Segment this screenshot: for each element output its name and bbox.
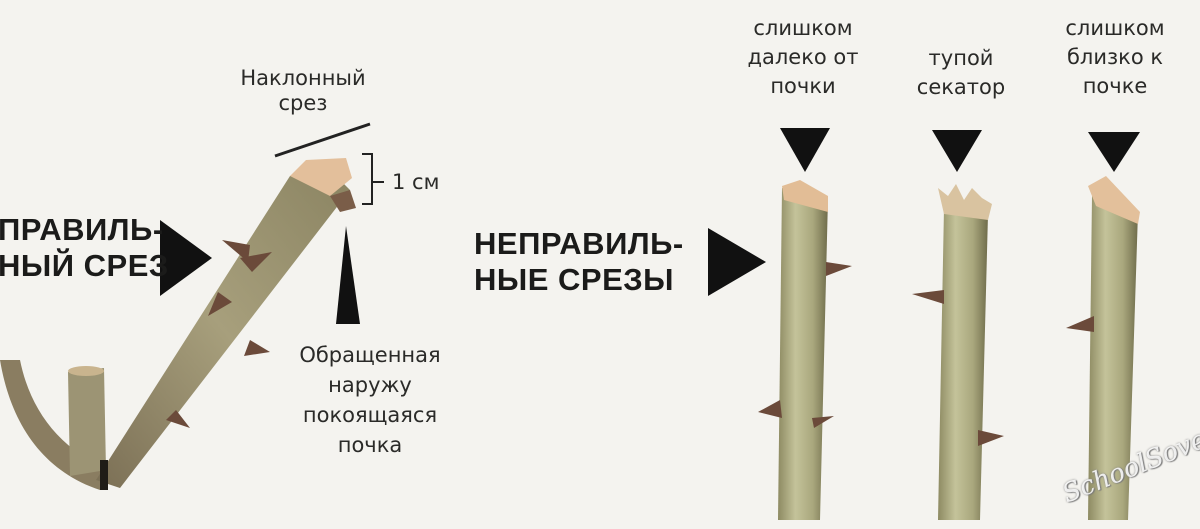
label-line: почки bbox=[770, 74, 836, 98]
label-line: слишком bbox=[1065, 16, 1165, 40]
label-line: срез bbox=[278, 91, 328, 115]
label-line: слишком bbox=[753, 16, 853, 40]
thorn bbox=[912, 290, 944, 304]
distance-label: 1 см bbox=[392, 170, 440, 194]
label-line: Обращенная bbox=[299, 343, 441, 367]
label-line: почка bbox=[337, 433, 403, 457]
case-too-far-label: слишком далеко от почки bbox=[728, 14, 878, 101]
stem-too-close bbox=[1066, 132, 1140, 520]
label-line: покоящаяся bbox=[302, 403, 438, 427]
thorn bbox=[812, 416, 834, 428]
thorn bbox=[1066, 316, 1094, 332]
thorn bbox=[758, 400, 782, 418]
label-line: далеко от bbox=[747, 45, 859, 69]
label-line: секатор bbox=[916, 75, 1006, 99]
thorn bbox=[240, 252, 272, 272]
thorn bbox=[208, 292, 232, 316]
case-dull-pruner-label: тупой секатор bbox=[896, 44, 1026, 102]
thorn bbox=[978, 430, 1004, 446]
label-line: НЫЕ СРЕЗЫ bbox=[474, 262, 675, 297]
bud-pointer-arrow bbox=[336, 226, 360, 324]
slanted-cut-face bbox=[290, 158, 352, 196]
label-line: близко к bbox=[1066, 45, 1164, 69]
stem-dull-pruner bbox=[912, 130, 1004, 520]
distance-bracket bbox=[362, 153, 373, 205]
label-line: НЕПРАВИЛЬ- bbox=[474, 226, 684, 261]
label-line: почке bbox=[1082, 74, 1148, 98]
dormant-bud bbox=[330, 190, 356, 212]
case-too-close-label: слишком близко к почке bbox=[1040, 14, 1190, 101]
thorn bbox=[826, 262, 852, 276]
down-arrow bbox=[932, 130, 982, 172]
correct-cut-branch bbox=[0, 122, 384, 490]
incorrect-pointer-arrow bbox=[708, 228, 766, 296]
label-line: ПРАВИЛЬ- bbox=[0, 212, 164, 247]
label-line: наружу bbox=[328, 373, 412, 397]
main-shoot bbox=[96, 170, 350, 488]
cut-angle-line bbox=[274, 122, 371, 158]
down-arrow bbox=[780, 128, 830, 172]
stem-too-far bbox=[758, 128, 852, 520]
label-line: НЫЙ СРЕЗ bbox=[0, 248, 169, 283]
thorn bbox=[166, 410, 190, 428]
branch-stub bbox=[68, 368, 106, 476]
down-arrow bbox=[1088, 132, 1140, 172]
correct-cut-label: ПРАВИЛЬ- НЫЙ СРЕЗ bbox=[0, 212, 169, 284]
label-line: тупой bbox=[928, 46, 994, 70]
thorn bbox=[244, 340, 270, 356]
thorn bbox=[222, 240, 250, 262]
label-line: Наклонный bbox=[240, 66, 366, 90]
incorrect-cuts-label: НЕПРАВИЛЬ- НЫЕ СРЕЗЫ bbox=[474, 226, 684, 298]
bud-label: Обращенная наружу покоящаяся почка bbox=[282, 340, 458, 460]
slanted-cut-label: Наклонный срез bbox=[228, 66, 378, 116]
correct-pointer-arrow bbox=[160, 220, 212, 296]
